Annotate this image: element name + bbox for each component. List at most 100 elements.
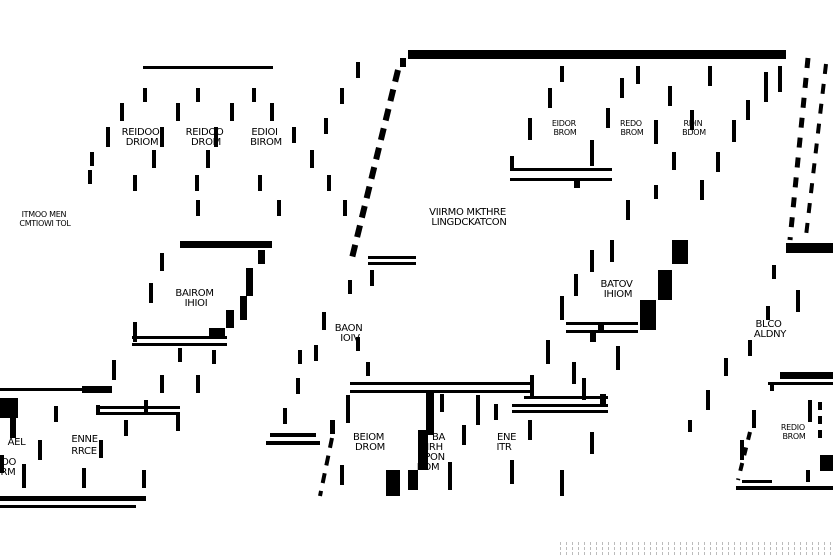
grid-dot: [716, 547, 717, 550]
grid-dot: [770, 542, 771, 545]
grid-dot: [680, 552, 681, 555]
wall: [560, 296, 564, 320]
wall: [133, 175, 137, 191]
wall-diagonal: [349, 69, 401, 259]
grid-dot: [656, 552, 657, 555]
grid-dot: [650, 547, 651, 550]
wall: [240, 296, 247, 320]
grid-dot: [824, 547, 825, 550]
grid-dot: [590, 542, 591, 545]
grid-pattern: [560, 542, 831, 555]
wall: [808, 400, 812, 422]
room-label-bedroom-3: EDIOI BIROM: [250, 127, 282, 148]
grid-dot: [632, 547, 633, 550]
wall: [748, 340, 752, 356]
wall: [654, 120, 658, 144]
wall: [566, 322, 638, 325]
grid-dot: [794, 542, 795, 545]
grid-dot: [782, 547, 783, 550]
grid-dot: [746, 547, 747, 550]
grid-dot: [674, 552, 675, 555]
wall: [22, 464, 26, 488]
grid-dot: [710, 547, 711, 550]
grid-dot: [662, 547, 663, 550]
wall: [610, 240, 614, 262]
grid-dot: [824, 552, 825, 555]
grid-dot: [578, 552, 579, 555]
wall: [510, 156, 514, 170]
wall: [252, 88, 256, 102]
grid-dot: [776, 542, 777, 545]
wall: [494, 404, 498, 420]
wall: [688, 420, 692, 432]
walls: [0, 50, 833, 508]
grid-dot: [656, 547, 657, 550]
wall: [356, 62, 360, 78]
wall: [0, 455, 4, 473]
room-label-bedroom-bottom: BEIOM DROM: [353, 432, 387, 453]
wall-diagonal: [804, 63, 828, 237]
wall: [560, 470, 564, 496]
grid-dot: [698, 542, 699, 545]
grid-dot: [614, 547, 615, 550]
grid-dot: [812, 547, 813, 550]
grid-dot: [614, 542, 615, 545]
wall: [820, 455, 833, 471]
wall: [510, 178, 612, 181]
grid-dot: [806, 552, 807, 555]
wall: [598, 324, 604, 332]
wall: [340, 465, 344, 485]
wall: [144, 400, 148, 414]
grid-dot: [608, 542, 609, 545]
grid-dot: [560, 547, 561, 550]
wall: [230, 103, 234, 121]
wall: [426, 393, 434, 435]
wall: [348, 280, 352, 294]
wall: [732, 120, 736, 142]
grid-dot: [734, 547, 735, 550]
wall: [572, 362, 576, 384]
wall: [366, 362, 370, 376]
grid-dot: [788, 542, 789, 545]
grid-dot: [812, 542, 813, 545]
wall: [724, 358, 728, 376]
wall: [132, 343, 227, 346]
wall: [590, 432, 594, 454]
wall: [716, 152, 720, 172]
wall: [0, 496, 146, 501]
grid-dot: [692, 547, 693, 550]
wall: [590, 140, 594, 166]
grid-dot: [590, 552, 591, 555]
grid-dot: [812, 552, 813, 555]
grid-dot: [644, 542, 645, 545]
wall: [96, 405, 100, 415]
room-label-bathroom-bottom: BA IRH PON ROM: [417, 432, 448, 473]
wall: [82, 386, 112, 393]
grid-dot: [800, 552, 801, 555]
grid-dot: [608, 547, 609, 550]
grid-dot: [776, 552, 777, 555]
room-label-bathroom-center: BAON IOIV: [335, 323, 366, 344]
room-label-bedroom-1: REIDOO DRIOM: [122, 127, 163, 148]
wall: [742, 480, 772, 483]
room-label-room-bottom-left: AEL OO RM: [1, 437, 29, 478]
grid-dot: [602, 547, 603, 550]
wall: [195, 175, 199, 191]
wall: [270, 433, 316, 437]
wall: [806, 470, 810, 482]
wall: [327, 175, 331, 191]
wall: [258, 250, 265, 264]
grid-dot: [752, 542, 753, 545]
wall: [476, 395, 480, 425]
wall: [560, 66, 564, 82]
wall: [764, 72, 768, 102]
grid-dot: [662, 552, 663, 555]
grid-dot: [710, 542, 711, 545]
grid-dot: [734, 552, 735, 555]
grid-dot: [674, 547, 675, 550]
wall: [766, 306, 770, 320]
grid-dot: [800, 542, 801, 545]
wall: [54, 406, 58, 422]
wall: [370, 270, 374, 286]
wall: [206, 150, 210, 168]
